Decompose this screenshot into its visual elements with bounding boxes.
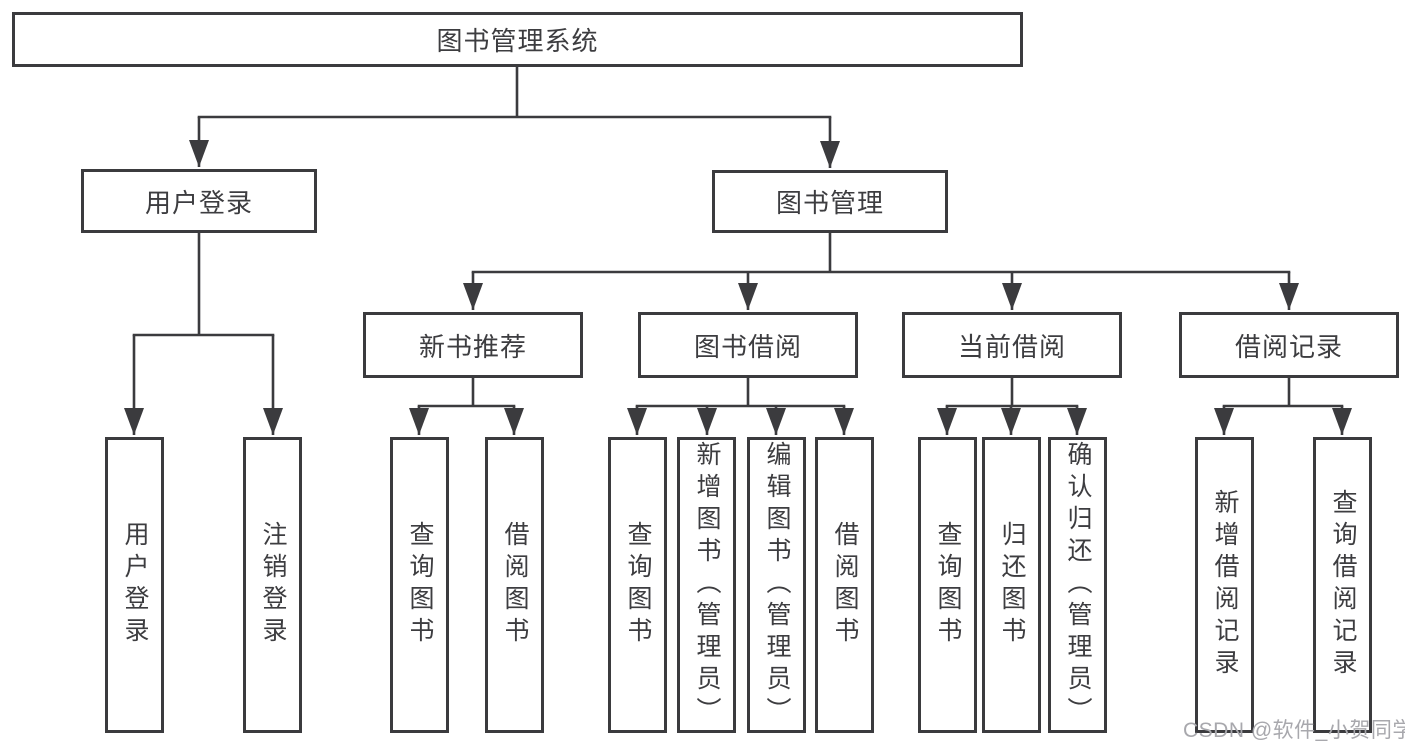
csdn-watermark: CSDN @软件_小贺同学 xyxy=(1183,719,1405,742)
node-book-borrowing-label: 图书借阅 xyxy=(693,331,802,362)
node-book-borrowing: 图书借阅 xyxy=(638,312,858,378)
leaf-add-books-admin-label: 新增图书（管理员） xyxy=(693,441,721,729)
leaf-recommend-borrow-books-label: 借阅图书 xyxy=(501,521,529,649)
leaf-return-books-label: 归还图书 xyxy=(998,521,1026,649)
node-borrowing-records: 借阅记录 xyxy=(1179,312,1399,378)
node-book-management-label: 图书管理 xyxy=(775,188,884,218)
leaf-edit-books-admin-label: 编辑图书（管理员） xyxy=(763,441,791,729)
node-user-login-label: 用户登录 xyxy=(144,187,253,218)
leaf-return-books: 归还图书 xyxy=(982,437,1041,733)
leaf-confirm-return-admin-label: 确认归还（管理员） xyxy=(1064,441,1092,729)
leaf-user-login: 用户登录 xyxy=(105,437,164,733)
leaf-borrowing-query-books: 查询图书 xyxy=(608,437,667,733)
leaf-add-borrow-record: 新增借阅记录 xyxy=(1195,437,1254,733)
leaf-recommend-borrow-books: 借阅图书 xyxy=(485,437,544,733)
leaf-recommend-query-books: 查询图书 xyxy=(390,437,449,733)
leaf-edit-books-admin: 编辑图书（管理员） xyxy=(747,437,806,733)
leaf-add-books-admin: 新增图书（管理员） xyxy=(677,437,736,733)
leaf-current-query-books: 查询图书 xyxy=(918,437,977,733)
connector-arrow-lines xyxy=(124,117,1352,435)
leaf-recommend-query-books-label: 查询图书 xyxy=(406,521,434,649)
leaf-add-borrow-record-label: 新增借阅记录 xyxy=(1211,489,1239,681)
node-root-system-label: 图书管理系统 xyxy=(436,26,599,56)
leaf-logout-label: 注销登录 xyxy=(259,521,287,649)
node-current-borrowing: 当前借阅 xyxy=(902,312,1122,378)
node-new-book-recommend: 新书推荐 xyxy=(363,312,583,378)
leaf-query-borrow-record: 查询借阅记录 xyxy=(1313,437,1372,733)
node-book-management: 图书管理 xyxy=(712,170,948,233)
leaf-confirm-return-admin: 确认归还（管理员） xyxy=(1048,437,1107,733)
leaf-current-query-books-label: 查询图书 xyxy=(934,521,962,649)
leaf-borrowing-borrow-books: 借阅图书 xyxy=(815,437,874,733)
node-new-book-recommend-label: 新书推荐 xyxy=(418,331,527,362)
node-root-system: 图书管理系统 xyxy=(12,12,1023,67)
node-borrowing-records-label: 借阅记录 xyxy=(1234,331,1343,362)
leaf-logout: 注销登录 xyxy=(243,437,302,733)
node-user-login: 用户登录 xyxy=(81,169,317,233)
node-current-borrowing-label: 当前借阅 xyxy=(957,331,1066,362)
leaf-borrowing-borrow-books-label: 借阅图书 xyxy=(831,521,859,649)
leaf-borrowing-query-books-label: 查询图书 xyxy=(624,521,652,649)
leaf-user-login-label: 用户登录 xyxy=(121,521,149,649)
leaf-query-borrow-record-label: 查询借阅记录 xyxy=(1329,489,1357,681)
